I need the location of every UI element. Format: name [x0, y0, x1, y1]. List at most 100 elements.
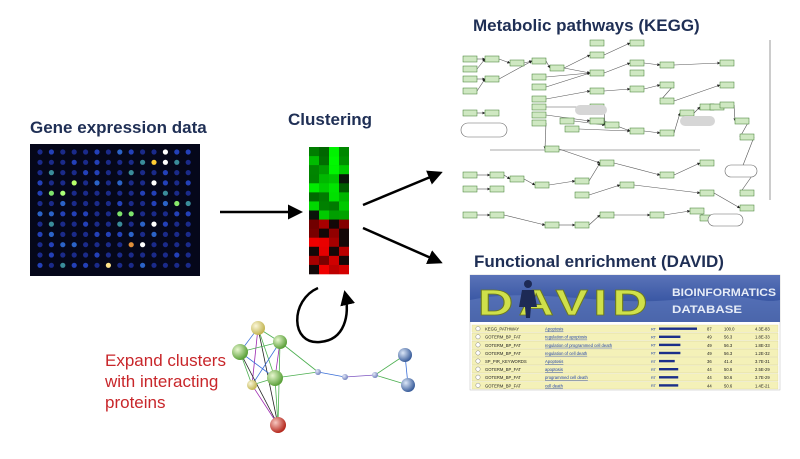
array-spot	[117, 221, 123, 227]
row-pvalue: 3.7E-29	[755, 375, 770, 380]
row-rt-link[interactable]: RT	[651, 368, 657, 372]
kegg-node	[574, 191, 590, 199]
array-spot	[60, 159, 66, 165]
kegg-link	[545, 60, 551, 69]
row-rt-link[interactable]: RT	[651, 344, 657, 348]
row-term-link[interactable]: programmed cell death	[545, 375, 588, 380]
kegg-node	[589, 39, 605, 47]
array-spot	[140, 231, 146, 237]
expand-line-3: proteins	[105, 393, 166, 412]
array-spot	[60, 211, 66, 217]
david-result-row: GOTERM_BP_FAT regulation of cell death RT 4…	[471, 349, 779, 357]
array-spot	[37, 242, 43, 248]
array-spot	[60, 200, 66, 207]
array-spot	[48, 221, 55, 227]
array-spot	[71, 242, 77, 248]
array-spot	[48, 242, 55, 248]
row-term-link[interactable]: regulation of cell death	[545, 351, 588, 356]
protein-node	[251, 321, 265, 335]
array-spot	[71, 159, 77, 165]
row-radio[interactable]	[475, 334, 481, 340]
array-spot	[162, 159, 168, 165]
row-percent: 50.6	[724, 383, 733, 388]
kegg-link	[588, 162, 601, 182]
kegg-node	[599, 159, 615, 167]
array-spot	[94, 200, 100, 207]
heatmap-cell	[339, 147, 349, 157]
array-spot	[71, 180, 77, 186]
clustering-heading: Clustering	[288, 110, 373, 129]
row-count-bar	[659, 359, 675, 363]
array-spot	[48, 252, 55, 258]
heatmap-cell	[329, 255, 339, 266]
array-spot	[37, 221, 43, 227]
heatmap-cell	[319, 246, 329, 257]
array-spot	[48, 170, 55, 176]
array-spot	[128, 159, 134, 165]
kegg-node	[509, 59, 525, 67]
array-spot	[140, 190, 146, 196]
array-spot	[117, 180, 123, 186]
array-spot	[37, 231, 43, 237]
row-count: 49	[707, 351, 712, 356]
kegg-link	[523, 60, 533, 64]
row-category: GOTERM_BP_FAT	[485, 351, 521, 356]
array-spot	[117, 252, 123, 258]
array-spot	[60, 262, 66, 268]
heatmap-cell	[309, 210, 319, 220]
array-spot	[94, 211, 100, 217]
kegg-link	[498, 58, 511, 64]
row-rt-link[interactable]: RT	[651, 384, 657, 388]
kegg-link	[603, 62, 631, 74]
kegg-node	[659, 61, 675, 69]
heatmap-cell	[329, 246, 339, 257]
row-term-link[interactable]: regulation of programmed cell death	[545, 343, 613, 348]
row-radio[interactable]	[475, 374, 481, 380]
row-term-link[interactable]: apoptosis	[545, 367, 563, 372]
row-count-bar	[659, 376, 679, 379]
array-spot	[60, 170, 66, 176]
expand-line-2: with interacting	[105, 372, 219, 391]
row-radio[interactable]	[475, 366, 481, 372]
row-rt-link[interactable]: RT	[651, 360, 657, 364]
array-spot	[174, 170, 180, 176]
row-term-link[interactable]: Apoptosis	[545, 327, 563, 332]
heatmap-cell	[319, 174, 329, 184]
kegg-link	[588, 184, 621, 196]
array-spot	[162, 262, 168, 268]
array-spot	[60, 231, 66, 237]
kegg-link	[673, 112, 681, 134]
row-rt-link[interactable]: RT	[651, 336, 657, 340]
array-spot	[37, 252, 43, 258]
kegg-node	[739, 189, 755, 197]
row-rt-link[interactable]: RT	[651, 376, 657, 380]
array-spot	[83, 231, 89, 237]
row-term-link[interactable]: cell death	[545, 383, 564, 388]
kegg-link	[603, 87, 631, 92]
array-spot	[83, 252, 89, 258]
array-spot	[48, 190, 55, 196]
row-radio[interactable]	[475, 342, 481, 348]
kegg-link	[563, 54, 591, 69]
array-spot	[83, 159, 89, 165]
row-radio[interactable]	[475, 326, 481, 332]
kegg-link	[663, 209, 691, 216]
array-spot	[128, 190, 134, 196]
row-rt-link[interactable]: RT	[651, 352, 657, 356]
row-term-link[interactable]: Apoptosis	[545, 359, 563, 364]
row-radio[interactable]	[475, 358, 481, 364]
kegg-link	[476, 78, 486, 92]
array-spot	[151, 211, 157, 217]
heatmap-cell	[319, 237, 329, 248]
gene-expression-heading: Gene expression data	[30, 118, 207, 137]
array-spot	[174, 180, 180, 186]
heatmap-cell	[329, 174, 339, 184]
row-rt-link[interactable]: RT	[651, 327, 657, 331]
row-radio[interactable]	[475, 382, 481, 388]
row-radio[interactable]	[475, 350, 481, 356]
row-term-link[interactable]: regulation of apoptosis	[545, 335, 587, 340]
row-count-bar	[659, 368, 679, 371]
protein-node	[270, 417, 286, 433]
heatmap-cell	[339, 183, 349, 193]
kegg-link	[643, 62, 661, 67]
